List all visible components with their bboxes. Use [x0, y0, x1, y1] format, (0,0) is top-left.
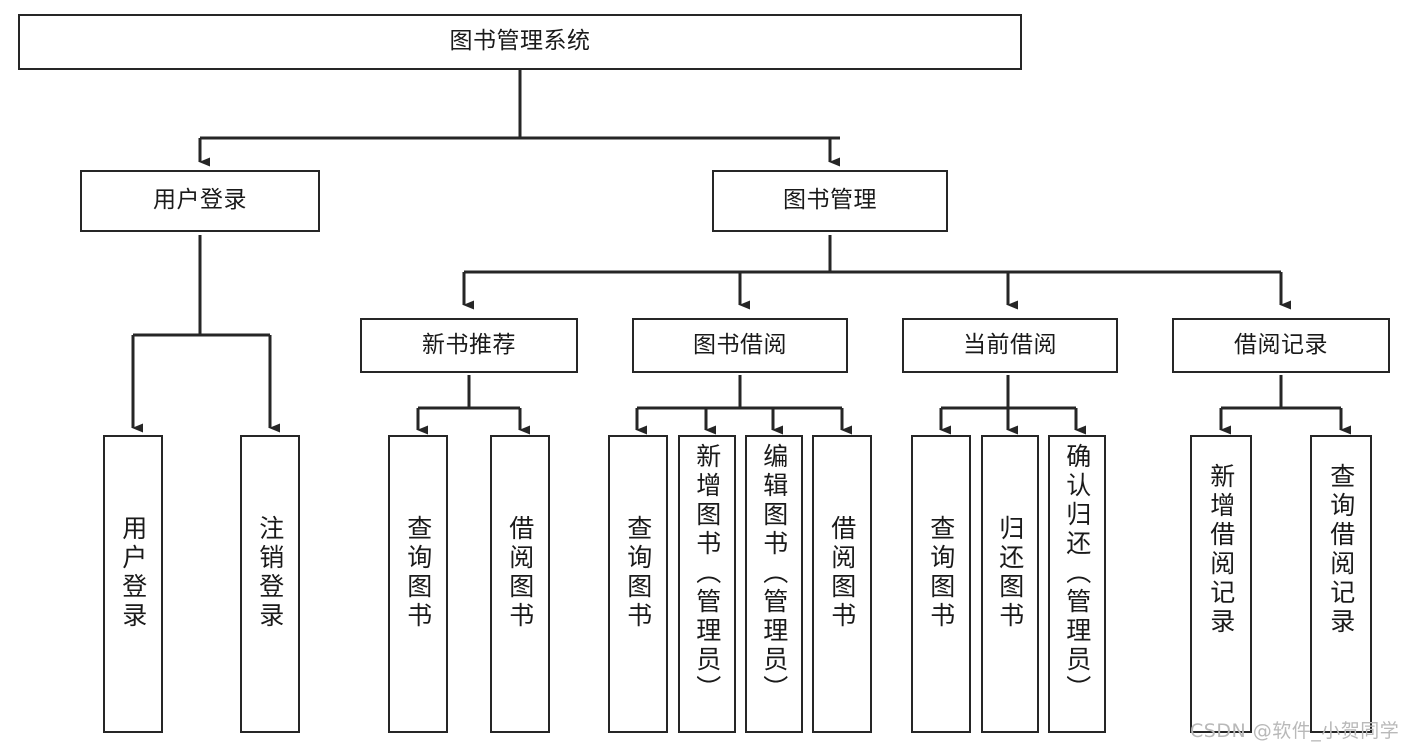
- watermark-csdn: CSDN @软件_小贺同学: [1190, 720, 1400, 742]
- leaf-current-borrow-query-book[interactable]: 查询图书: [911, 435, 971, 733]
- node-label: 图书管理系统: [449, 28, 591, 55]
- leaf-new-book-borrow-book[interactable]: 借阅图书: [490, 435, 550, 733]
- leaf-book-borrow-add-book-admin[interactable]: 新增图书（管理员）: [678, 435, 736, 733]
- node-label: 编辑图书（管理员）: [759, 443, 789, 704]
- node-label: 当前借阅: [963, 331, 1057, 358]
- leaf-book-borrow-query-book[interactable]: 查询图书: [608, 435, 668, 733]
- node-new-book-recommendation[interactable]: 新书推荐: [360, 318, 578, 373]
- node-label: 查询图书: [926, 515, 956, 631]
- node-book-management[interactable]: 图书管理: [712, 170, 948, 232]
- node-label: 新增图书（管理员）: [692, 443, 722, 704]
- node-label: 用户登录: [118, 515, 148, 631]
- node-label: 新增借阅记录: [1206, 463, 1236, 637]
- node-current-borrow[interactable]: 当前借阅: [902, 318, 1118, 373]
- node-book-borrow[interactable]: 图书借阅: [632, 318, 848, 373]
- node-label: 图书管理: [783, 187, 877, 214]
- node-label: 归还图书: [995, 515, 1025, 631]
- leaf-borrow-record-add-record[interactable]: 新增借阅记录: [1190, 435, 1252, 733]
- node-borrow-record[interactable]: 借阅记录: [1172, 318, 1390, 373]
- node-label: 查询图书: [403, 515, 433, 631]
- leaf-user-login-login[interactable]: 用户登录: [103, 435, 163, 733]
- leaf-user-login-logout[interactable]: 注销登录: [240, 435, 300, 733]
- leaf-book-borrow-edit-book-admin[interactable]: 编辑图书（管理员）: [745, 435, 803, 733]
- node-label: 借阅记录: [1234, 331, 1328, 358]
- node-label: 借阅图书: [827, 515, 857, 631]
- leaf-borrow-record-query-record[interactable]: 查询借阅记录: [1310, 435, 1372, 733]
- node-label: 查询图书: [623, 515, 653, 631]
- node-label: 查询借阅记录: [1326, 463, 1356, 637]
- node-root-book-management-system[interactable]: 图书管理系统: [18, 14, 1022, 70]
- node-label: 确认归还（管理员）: [1062, 443, 1092, 704]
- node-label: 图书借阅: [693, 331, 787, 358]
- node-label: 注销登录: [255, 515, 285, 631]
- leaf-current-borrow-confirm-return-admin[interactable]: 确认归还（管理员）: [1048, 435, 1106, 733]
- leaf-current-borrow-return-book[interactable]: 归还图书: [981, 435, 1039, 733]
- node-user-login[interactable]: 用户登录: [80, 170, 320, 232]
- node-label: 借阅图书: [505, 515, 535, 631]
- leaf-new-book-query-book[interactable]: 查询图书: [388, 435, 448, 733]
- leaf-book-borrow-borrow-book[interactable]: 借阅图书: [812, 435, 872, 733]
- node-label: 新书推荐: [422, 331, 516, 358]
- node-label: 用户登录: [153, 187, 247, 214]
